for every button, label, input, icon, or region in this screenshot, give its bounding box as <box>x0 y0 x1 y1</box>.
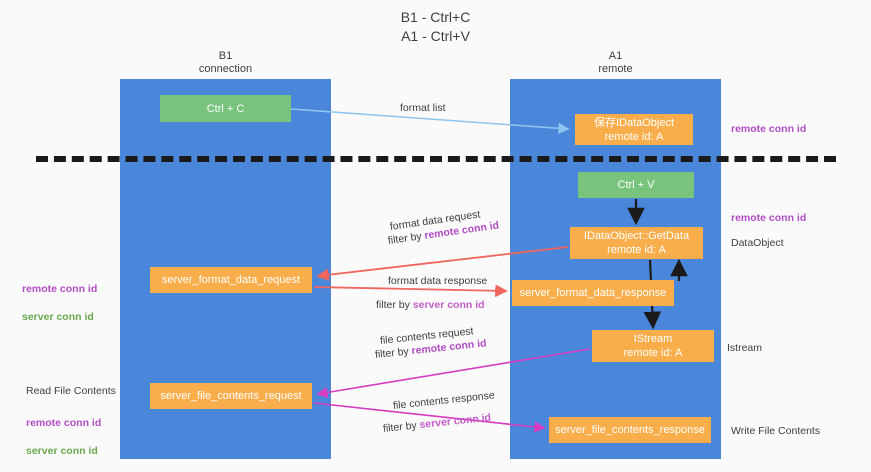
node-server-file-contents-request-label: server_file_contents_request <box>160 390 302 402</box>
node-istream[interactable]: IStream remote id: A <box>592 330 714 362</box>
node-ctrl-v-label: Ctrl + V <box>617 179 655 191</box>
lane-header-b1: B1 connection <box>198 50 253 75</box>
caption-file-contents-response: file contents response <box>392 389 496 412</box>
node-idataobject-label: 保存IDataObject <box>593 116 675 129</box>
caption-format-data-response-filter: filter by server conn id <box>376 298 485 312</box>
annotation-read-file-contents: Read File Contents <box>26 385 116 397</box>
node-ctrl-v[interactable]: Ctrl + V <box>578 172 694 198</box>
node-server-file-contents-request[interactable]: server_file_contents_request <box>150 383 312 409</box>
node-istream-label: IStream <box>633 333 673 345</box>
node-idataobject-getdata[interactable]: IDataObject::GetData remote id: A <box>570 227 703 259</box>
caption-format-list: format list <box>400 102 446 114</box>
diagram-title: B1 - Ctrl+C A1 - Ctrl+V <box>400 9 471 44</box>
annotation-remote-conn-id: remote conn id <box>26 417 102 429</box>
node-ctrl-c[interactable]: Ctrl + C <box>160 95 291 122</box>
filter-prefix: filter by <box>374 345 413 361</box>
annotation-write-file-contents: Write File Contents <box>731 425 821 437</box>
node-idataobject-sublabel: remote id: A <box>604 130 664 143</box>
node-server-format-data-response[interactable]: server_format_data_response <box>512 280 674 306</box>
node-idataobject[interactable]: 保存IDataObject remote id: A <box>575 114 693 145</box>
phase-divider <box>36 156 836 162</box>
node-istream-sublabel: remote id: A <box>623 347 683 359</box>
filter-key-server-conn-id: server conn id <box>412 299 485 311</box>
caption-format-data-response: format data response <box>388 275 488 287</box>
node-server-format-data-request-label: server_format_data_request <box>161 274 301 286</box>
annotation-server-conn-id: server conn id <box>26 445 98 457</box>
node-server-format-data-response-label: server_format_data_response <box>519 287 667 299</box>
filter-prefix: filter by <box>387 229 426 247</box>
annotation-conn-ids-upper: remote conn id server conn id <box>22 268 97 338</box>
lane-header-a1: A1 remote <box>598 50 633 75</box>
node-ctrl-c-label: Ctrl + C <box>206 102 245 115</box>
node-server-format-data-request[interactable]: server_format_data_request <box>150 267 312 293</box>
node-server-file-contents-response-label: server_file_contents_response <box>555 424 705 436</box>
filter-prefix: filter by <box>376 299 413 311</box>
annotation-server-conn-id: server conn id <box>22 311 94 323</box>
filter-key-server-conn-id: server conn id <box>418 411 492 432</box>
annotation-istream: Istream <box>727 342 763 354</box>
filter-prefix: filter by <box>382 419 421 435</box>
caption-file-contents-response-filter: filter by server conn id <box>382 411 491 436</box>
annotation-remote-conn-id-top: remote conn id <box>731 123 807 135</box>
node-getdata-label: IDataObject::GetData <box>583 230 690 242</box>
annotation-remote-conn-id-mid: remote conn id <box>731 212 807 224</box>
node-getdata-sublabel: remote id: A <box>607 244 666 256</box>
annotation-conn-ids-lower: remote conn id server conn id <box>26 402 101 472</box>
annotation-remote-conn-id: remote conn id <box>22 283 98 295</box>
annotation-dataobject: DataObject <box>731 237 784 249</box>
node-server-file-contents-response[interactable]: server_file_contents_response <box>549 417 711 443</box>
